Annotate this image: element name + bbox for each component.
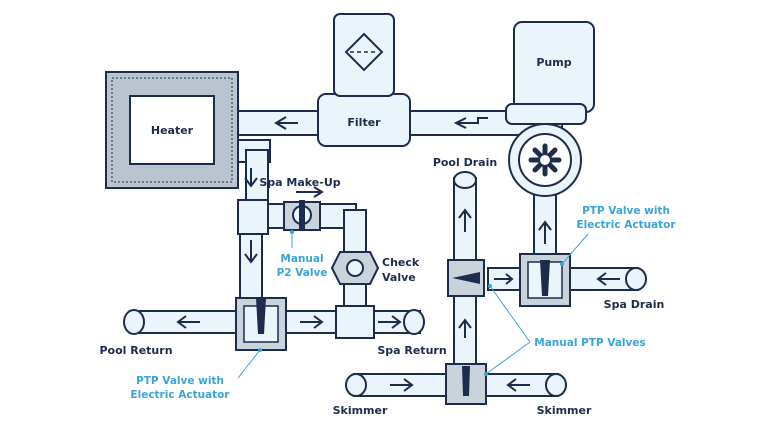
spa-makeup-label: Spa Make-Up — [259, 176, 340, 189]
flow-arrow-heater-down — [244, 168, 258, 188]
ptp-right-note-2: Electric Actuator — [576, 219, 676, 231]
labels: Spa Make-Up Check Valve Pool Drain Pool … — [99, 156, 664, 417]
flow-arrow-skimmer-right — [506, 378, 530, 392]
skimmer-right-label: Skimmer — [537, 404, 592, 417]
check-valve — [330, 251, 380, 285]
ptp-valve-skimmer — [445, 363, 487, 405]
flow-arrow-spa-makeup — [296, 186, 324, 198]
pump-label: Pump — [536, 56, 571, 69]
pump-hub — [538, 153, 552, 167]
spa-return-cap — [403, 309, 425, 335]
spa-drain-label: Spa Drain — [604, 298, 665, 311]
ptp-left-leader — [237, 349, 261, 379]
ptp-left-note-1: PTP Valve with — [136, 375, 224, 387]
pool-return-cap — [123, 309, 145, 335]
check-valve-label-2: Valve — [382, 271, 416, 284]
ptp-right-note-1: PTP Valve with — [582, 205, 670, 217]
check-valve-disc-icon — [346, 259, 364, 277]
ptp-left-note-2: Electric Actuator — [130, 389, 230, 401]
ptp-valve-right — [519, 253, 571, 307]
skimmer-valve-handle-icon — [462, 366, 470, 396]
pump-base — [505, 103, 587, 125]
ptp-valve-pool-drain — [447, 259, 485, 297]
flow-arrow-skimmer-up — [458, 318, 472, 338]
skimmer-left-cap — [345, 373, 367, 397]
heater-unit: Heater — [105, 71, 239, 189]
flow-arrow-supply-down — [244, 240, 258, 264]
check-valve-label-1: Check — [382, 256, 420, 269]
ptp-right-handle-icon — [540, 260, 550, 296]
flow-arrow-pump-suction — [538, 220, 552, 244]
manual-p2-note-2: P2 Valve — [277, 267, 328, 279]
filter-label: Filter — [347, 116, 381, 129]
heater-vents — [111, 77, 233, 183]
pool-drain-label: Pool Drain — [433, 156, 497, 169]
manual-p2-valve — [283, 200, 321, 231]
manual-ptp-leaders — [485, 285, 531, 375]
pool-return-label: Pool Return — [99, 344, 172, 357]
pipes — [123, 93, 647, 397]
leader-lines — [237, 230, 589, 379]
pool-drain-cap — [453, 171, 477, 189]
return-tee-fitting — [335, 305, 375, 339]
flow-arrow-to-spa-return-2 — [378, 315, 402, 329]
flow-arrow-pool-drain-up — [458, 208, 472, 232]
heater-panel — [129, 95, 215, 165]
flow-arrow-skimmer-left — [390, 378, 414, 392]
flow-arrows — [176, 116, 620, 392]
flow-arrow-spa-drain — [596, 272, 620, 286]
supply-tee-fitting — [237, 199, 269, 235]
ptp-right-leader — [561, 233, 589, 265]
flow-arrow-filter-to-heater — [274, 116, 298, 130]
skimmer-left-label: Skimmer — [333, 404, 388, 417]
flow-arrow-drain-to-pump — [494, 273, 514, 285]
filter-tank — [333, 13, 395, 97]
heater-label: Heater — [151, 124, 194, 137]
notes: Manual P2 Valve PTP Valve with Electric … — [130, 205, 676, 401]
flow-arrow-pool-return — [176, 315, 200, 329]
filter-diamond-icon — [344, 32, 384, 72]
pool-drain-valve-handle-icon — [452, 272, 480, 284]
spa-return-label: Spa Return — [377, 344, 446, 357]
flow-arrow-pump-to-filter — [453, 117, 488, 129]
flow-arrow-to-spa-return-1 — [300, 315, 324, 329]
pump-unit: Pump — [505, 21, 595, 197]
spa-drain-cap — [625, 267, 647, 291]
filter-unit: Filter — [333, 13, 395, 129]
ptp-left-handle-icon — [256, 298, 266, 334]
skimmer-right-cap — [545, 373, 567, 397]
p2-valve-handle-icon — [299, 200, 305, 230]
manual-ptp-note: Manual PTP Valves — [534, 337, 646, 349]
manual-p2-note-1: Manual — [280, 253, 323, 265]
ptp-valve-left — [235, 297, 287, 351]
